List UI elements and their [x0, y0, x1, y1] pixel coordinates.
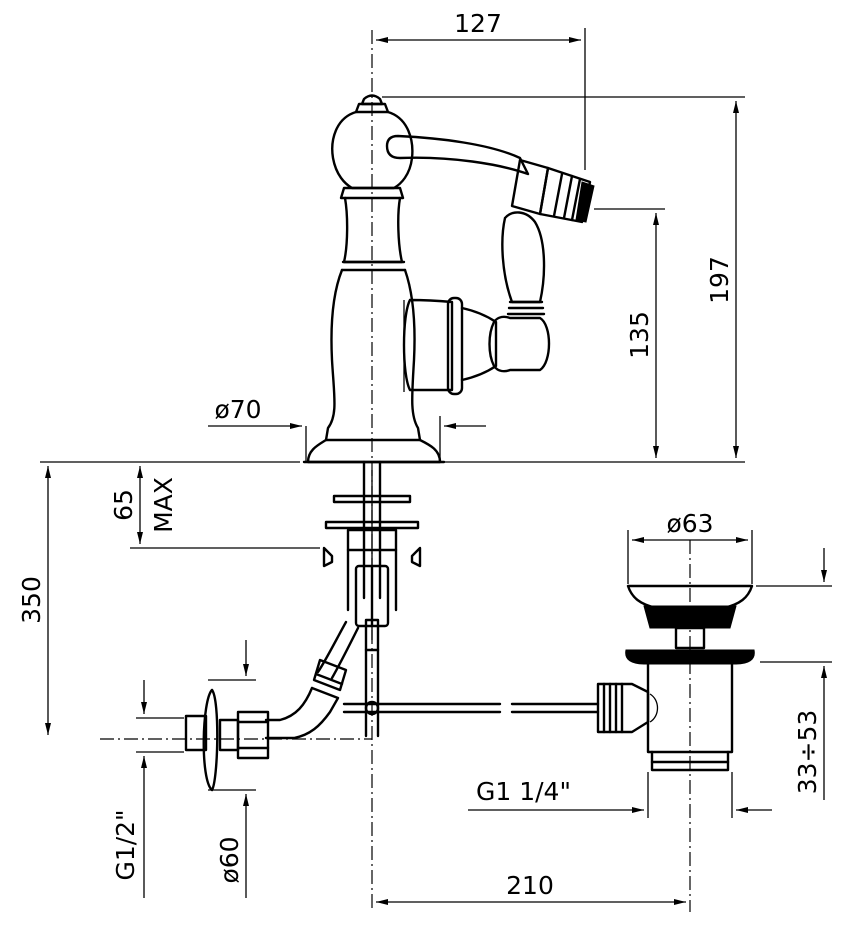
- dim-thread-g1-1-4: G1 1/4": [476, 777, 571, 806]
- dimension-labels: 127 197 135 ø70 65 MAX 350 ø63 33÷53 G1 …: [17, 9, 822, 900]
- dimension-lines: [40, 28, 832, 905]
- dim-dia-70: ø70: [214, 395, 261, 424]
- waste-drain: [596, 584, 755, 772]
- faucet-body: [302, 94, 446, 464]
- dim-thread-g1-2: G1/2": [111, 809, 140, 880]
- dim-197: 197: [705, 256, 734, 304]
- mixer-lever: [402, 211, 551, 396]
- dim-65: 65: [109, 489, 138, 521]
- dim-33-53: 33÷53: [793, 710, 822, 795]
- dim-127: 127: [454, 9, 502, 38]
- dim-dia-60: ø60: [215, 836, 244, 883]
- dim-135: 135: [625, 311, 654, 359]
- spout: [385, 134, 595, 224]
- shank-fixing: [322, 460, 422, 652]
- dim-350: 350: [17, 576, 46, 624]
- dim-210: 210: [506, 871, 554, 900]
- center-lines: [100, 30, 691, 912]
- popup-rod: [342, 648, 600, 738]
- supply-hose: [184, 620, 360, 792]
- dim-dia-63: ø63: [666, 509, 713, 538]
- dim-max: MAX: [149, 477, 178, 533]
